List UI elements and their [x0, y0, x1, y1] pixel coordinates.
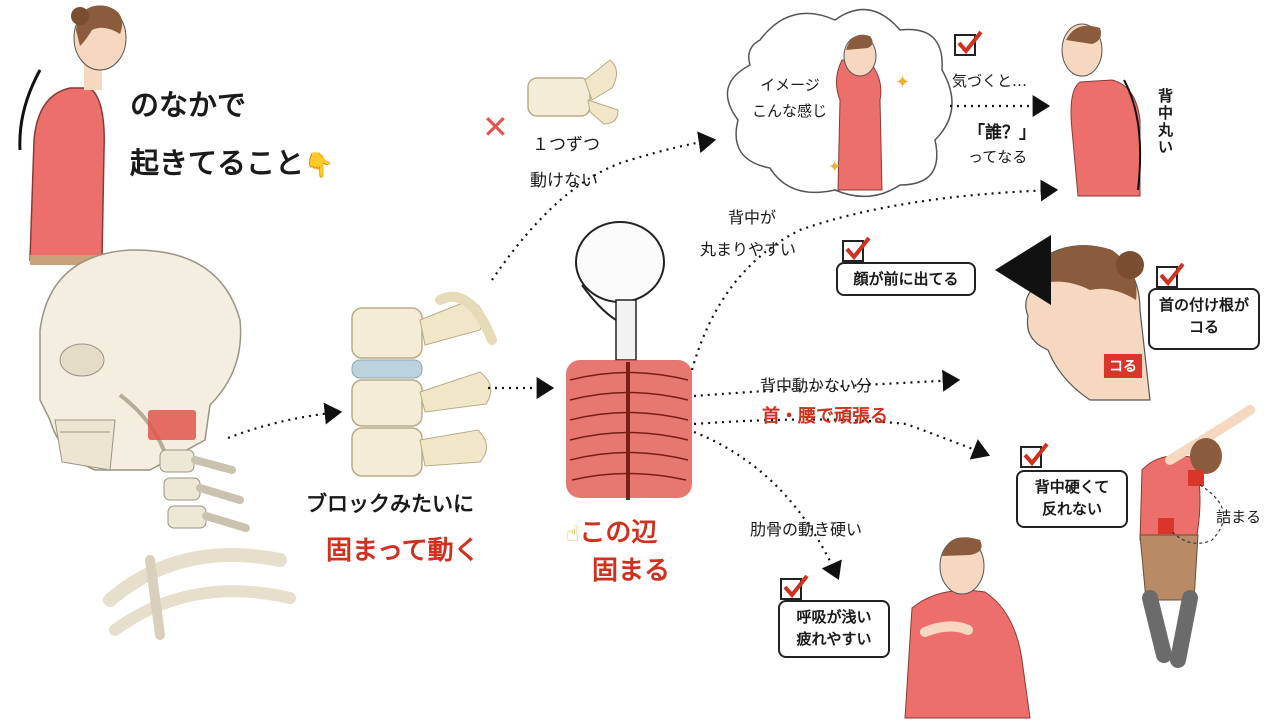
chin-forward-bubble: 顔が前に出てる [836, 262, 976, 296]
notice-line-1: 気づくと… [952, 72, 1028, 90]
check-icon [780, 574, 809, 600]
rounded-back-vertical-label: 背 中 丸 い [1158, 88, 1173, 156]
compensate-line-2: 首・腰で頑張る [762, 406, 888, 427]
breathless-person-illustration [904, 537, 1031, 719]
ribs-line-1: 呼吸が浅い [796, 608, 872, 626]
ribs-bubble: 呼吸が浅い 疲れやすい [778, 600, 890, 658]
stretch-line-1: 背中硬くて [1034, 478, 1110, 496]
title-line-2: 起きてること👇 [130, 140, 334, 182]
stiff-tag: コる [1104, 354, 1142, 378]
cervical-spine-illustration [103, 410, 296, 640]
svg-text:✦: ✦ [895, 72, 910, 93]
ribs-caption: 肋骨の動き硬い [750, 520, 863, 539]
neck-base-line-2: コる [1188, 318, 1219, 336]
title-line-2-text: 起きてること [130, 146, 305, 180]
single-vertebra-caption-1: １つずつ [532, 135, 600, 155]
stretch-line-2: 反れない [1041, 500, 1102, 518]
single-vertebra-caption-2: 動けない [530, 171, 598, 191]
rounded-back-person-illustration [1061, 23, 1142, 197]
notice-line-2: 「誰？」 [968, 123, 1036, 143]
notice-line-3: ってなる [968, 148, 1028, 166]
vchar: 背 [1158, 87, 1174, 105]
cloud-line-2: こんな感じ [752, 102, 828, 120]
neck-base-line-1: 首の付け根が [1158, 296, 1249, 314]
cross-mark: ✕ [482, 108, 509, 146]
neck-base-bubble: 首の付け根が コる [1148, 288, 1260, 350]
vertebra-stack-illustration [351, 291, 497, 477]
vchar: 丸 [1158, 121, 1174, 139]
check-icon [842, 236, 871, 262]
branch-back-line-2: 丸まりやすい [700, 240, 797, 259]
thorax-skeleton-illustration [566, 221, 692, 500]
vchar: い [1158, 138, 1174, 156]
vertebra-caption-1: ブロックみたいに [306, 492, 474, 516]
jam-label: 詰まる [1216, 508, 1262, 526]
skull-illustration [39, 249, 242, 471]
stretch-bubble: 背中硬くて 反れない [1016, 470, 1128, 528]
vertebra-caption-2: 固まって動く [326, 536, 480, 566]
thorax-caption-2: 固まる [592, 556, 671, 586]
compensate-line-1: 背中動かない分 [760, 376, 873, 395]
cloud-line-1: イメージ [760, 76, 820, 94]
slouch-person-illustration [18, 5, 127, 265]
vchar: 中 [1158, 104, 1174, 122]
check-icon [1156, 262, 1185, 288]
thorax-caption-1-text: この辺 [579, 518, 658, 548]
thorax-caption-1: ☝この辺 [566, 512, 657, 549]
branch-back-line-1: 背中が [728, 208, 777, 227]
check-icon [954, 30, 983, 56]
connector-lines [227, 95, 1059, 581]
single-vertebra-illustration [527, 59, 619, 125]
title-line-1: のなかで [130, 88, 247, 122]
thought-cloud: ✦ ✦ [726, 8, 953, 198]
check-icon [1020, 442, 1049, 468]
point-up-emoji: ☝ [566, 522, 580, 547]
ribs-line-2: 疲れやすい [796, 630, 872, 648]
svg-text:✦: ✦ [828, 157, 841, 176]
stretch-person-illustration [1139, 405, 1255, 668]
point-down-emoji: 👇 [304, 151, 334, 179]
